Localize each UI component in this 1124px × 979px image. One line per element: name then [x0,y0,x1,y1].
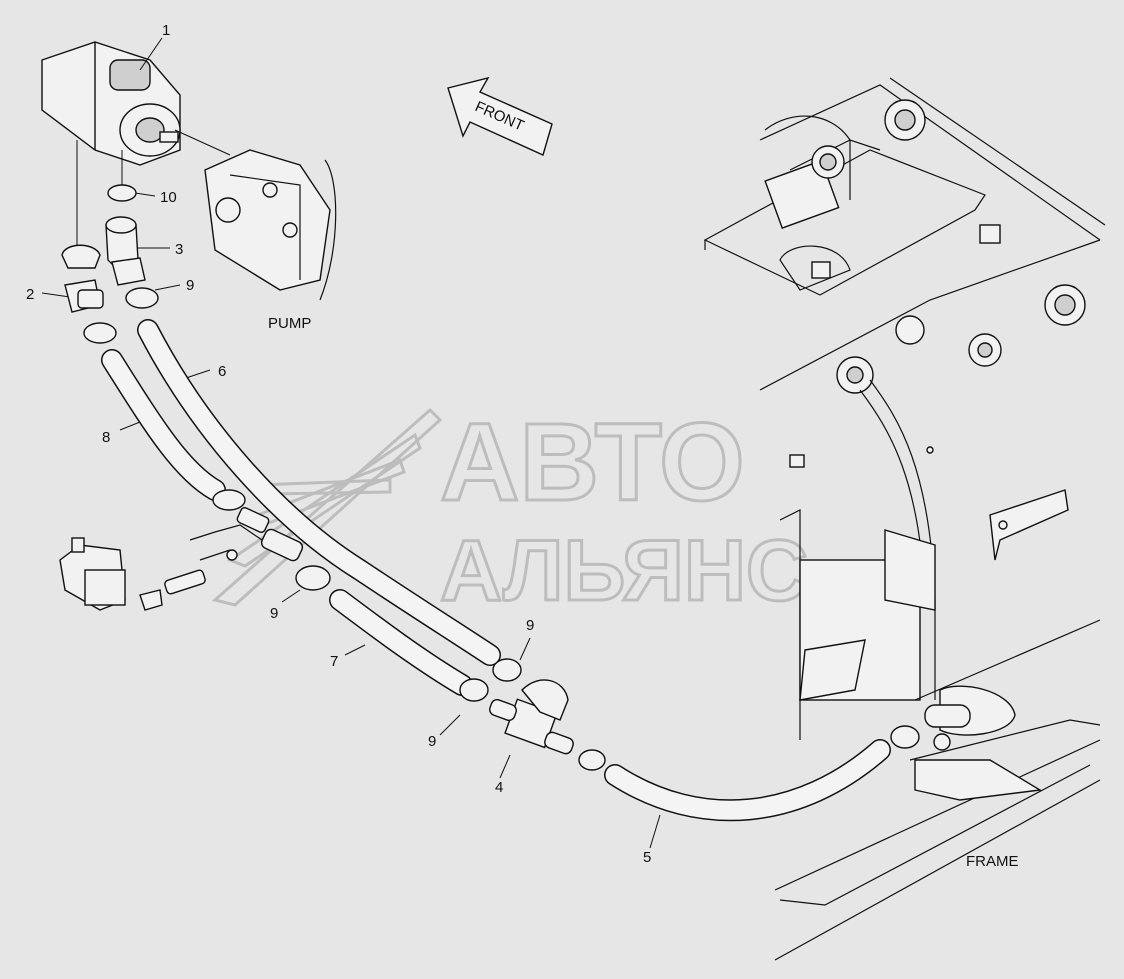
label-part-4: 4 [495,779,503,796]
frame-label: FRAME [966,853,1019,870]
clamp-lower [459,678,489,702]
clamp-top [125,287,159,309]
label-part-1: 1 [162,22,170,39]
label-part-10: 10 [160,189,177,206]
hose-7 [329,589,473,696]
clamp-right [492,658,522,682]
pump-fittings [61,184,146,313]
callout-leaders [41,37,661,849]
elbow-fitting [61,244,101,269]
hoses [101,319,891,822]
label-part-9-mid: 9 [270,605,278,622]
hose-5 [604,739,891,822]
o-ring [107,184,137,202]
machine-frame [703,77,1106,961]
pump-label: PUMP [268,315,311,332]
hose-clamps [83,287,920,771]
part-number-labels: 1 10 3 2 9 6 8 9 7 9 9 4 5 PUMP FRAME [26,22,1019,870]
label-part-3: 3 [175,241,183,258]
label-part-7: 7 [330,653,338,670]
hose-8 [101,349,226,501]
label-part-6: 6 [218,363,226,380]
solenoid-valve-assembly [59,507,304,611]
clamp-mid [295,565,331,591]
label-part-8: 8 [102,429,110,446]
watermark-logo: АВТО АЛЬЯНС [211,400,810,621]
watermark-line1: АВТО [440,401,745,524]
label-part-9-right: 9 [526,617,534,634]
tee-fitting [489,679,574,755]
hose-6 [137,319,501,666]
watermark-line2: АЛЬЯНС [440,523,808,619]
front-direction-arrow: FRONT [447,76,553,156]
label-part-5: 5 [643,849,651,866]
label-part-9-lower: 9 [428,733,436,750]
label-part-2: 2 [26,286,34,303]
label-part-9-top: 9 [186,277,194,294]
hydraulic-pump [41,41,337,301]
